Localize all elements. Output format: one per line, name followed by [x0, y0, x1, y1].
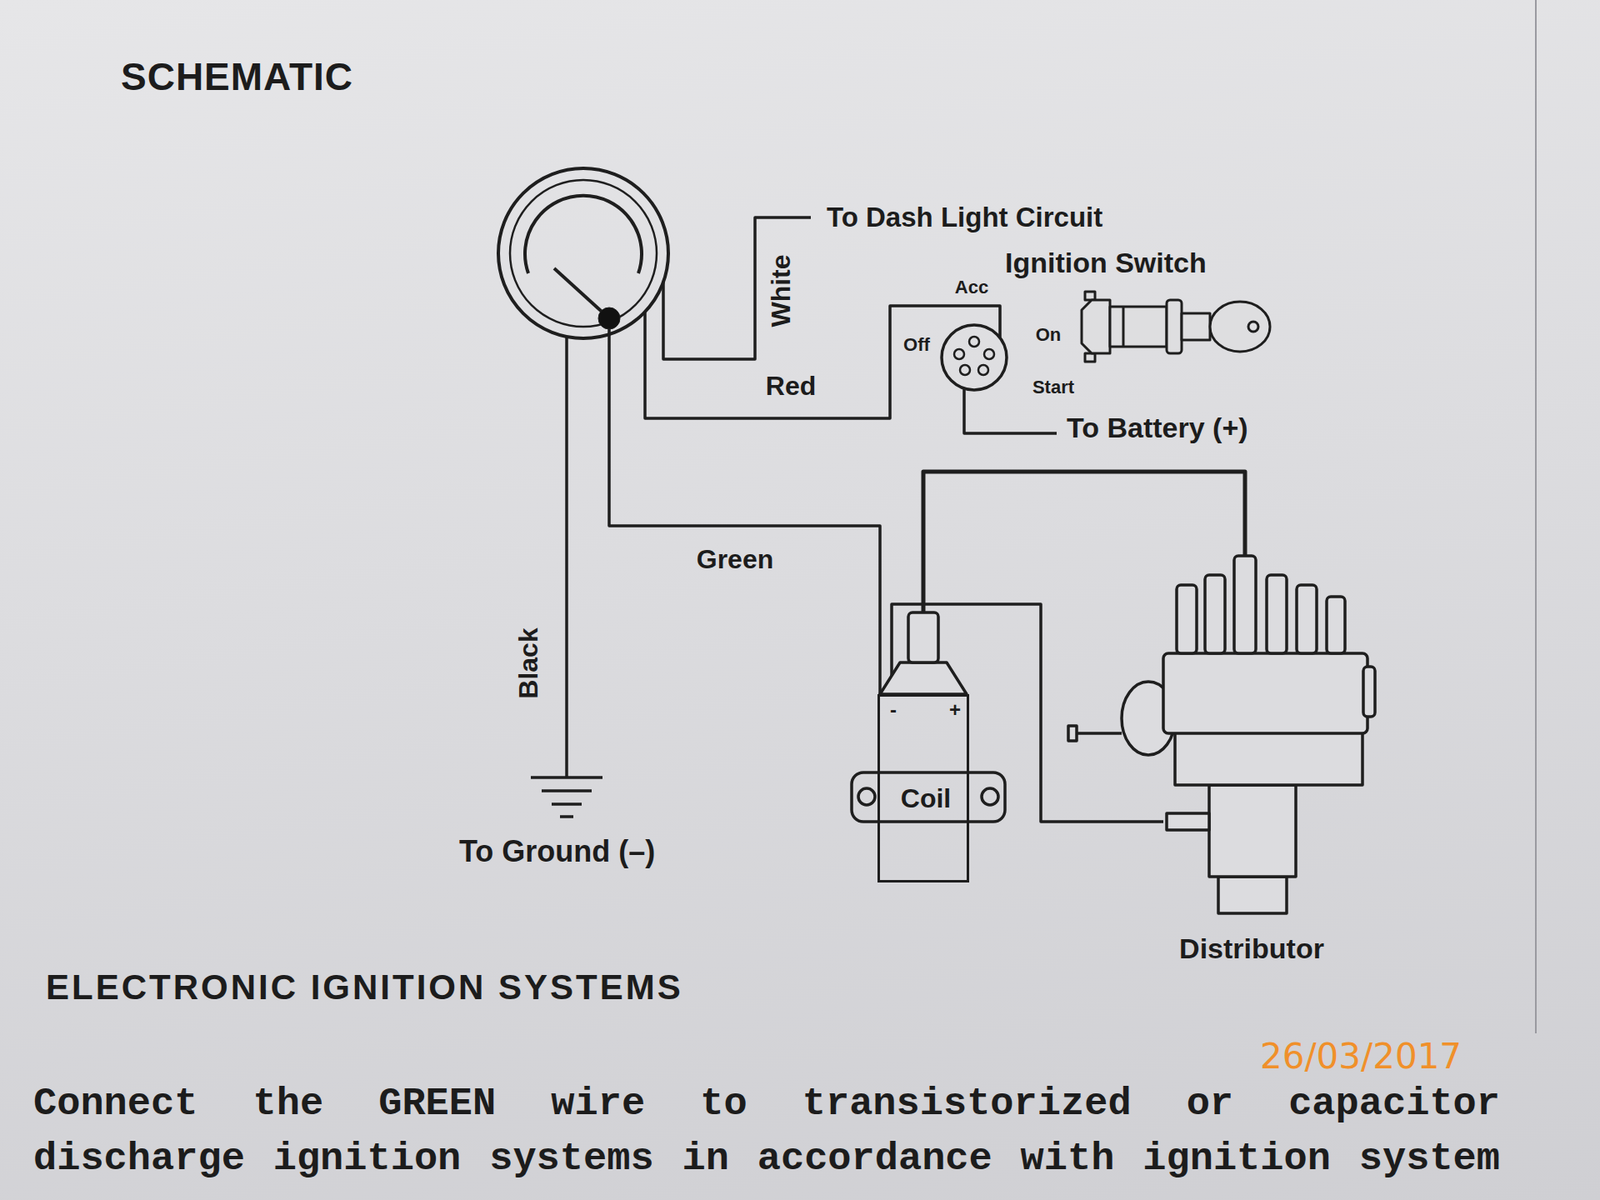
coil-body: Coil: [877, 694, 970, 883]
switch-disc: [941, 325, 1007, 390]
page-title: SCHEMATIC: [120, 55, 354, 100]
switch-pin: [954, 349, 965, 360]
distributor-cap: [1163, 653, 1368, 734]
coil-cap: [880, 662, 967, 695]
distributor-picture: [1068, 555, 1375, 914]
gauge-bezel: [498, 168, 669, 339]
cap-clip: [1363, 666, 1375, 717]
wire-color: White: [765, 254, 797, 327]
wire-destination: To Ground (–): [459, 834, 655, 869]
terminal-sign: +: [949, 698, 961, 722]
key-bow: [1210, 301, 1270, 352]
ground-bar: [560, 815, 574, 819]
black-wire: [565, 336, 569, 778]
switch-pin: [984, 349, 995, 360]
part-name: Ignition Switch: [1005, 246, 1207, 280]
switch-pin: [969, 336, 980, 347]
terminal-sign: -: [890, 698, 897, 722]
cap-tower: [1176, 585, 1197, 654]
switch-position: Off: [903, 334, 930, 355]
wire-destination: To Dash Light Circuit: [826, 201, 1103, 234]
coil-picture: [851, 612, 1005, 822]
ground-bar: [541, 789, 592, 793]
switch-position: On: [1035, 324, 1062, 345]
white-wire: [663, 217, 811, 360]
cap-tower: [1296, 585, 1317, 654]
ground-symbol: [530, 777, 603, 817]
wire-color: Black: [513, 627, 545, 699]
key-blade: [1181, 313, 1210, 340]
switch-position: Start: [1032, 376, 1075, 398]
wire-destination: To Battery (+): [1066, 411, 1249, 445]
date-stamp: 26/03/2017: [1260, 1036, 1462, 1077]
body-paragraph: Connect the GREEN wire to transistorized…: [33, 1076, 1500, 1187]
section-heading: ELECTRONIC IGNITION SYSTEMS: [45, 967, 684, 1008]
coil-tower: [908, 612, 939, 663]
bracket-hole: [858, 788, 875, 805]
ignition-switch-terminals: AccOff OnStart: [883, 270, 1092, 409]
distributor-housing: [1175, 726, 1363, 785]
switch-position: Acc: [955, 276, 989, 298]
switch-pin: [960, 365, 970, 375]
key-hole: [1248, 321, 1259, 332]
part-name: Distributor: [1179, 932, 1325, 965]
red-wire: [645, 305, 1000, 419]
cap-tower: [1326, 596, 1345, 654]
wire-color: Red: [765, 370, 816, 402]
switch-body: [1110, 306, 1167, 347]
gauge-scale: [525, 195, 642, 274]
distributor-body: Distributor: [1163, 555, 1372, 973]
switch-body-line: [1122, 306, 1125, 347]
bracket-hole: [981, 788, 999, 805]
cap-tower: [1266, 575, 1287, 654]
cap-tower: [1205, 575, 1225, 654]
coil-bracket: [851, 772, 1005, 822]
ground-bar: [551, 802, 582, 806]
needle-pivot: [598, 307, 620, 330]
switch-nut: [1081, 300, 1110, 354]
ground-bar: [530, 775, 603, 780]
cap-tower: [1234, 555, 1256, 654]
distributor-shaft: [1209, 785, 1296, 877]
wire-color: Green: [696, 544, 774, 575]
rod-end: [1068, 725, 1077, 741]
page-rule: [1535, 0, 1537, 1034]
primary-terminal: [1166, 813, 1210, 830]
vacuum-rod: [1076, 731, 1122, 735]
part-name: Coil: [900, 783, 951, 815]
ignition-switch-picture: [1081, 291, 1270, 362]
switch-collar: [1166, 300, 1182, 354]
switch-pin: [978, 365, 989, 375]
green-wire: [609, 329, 880, 695]
distributor-gear: [1218, 876, 1287, 914]
gauge-face: [510, 180, 657, 327]
